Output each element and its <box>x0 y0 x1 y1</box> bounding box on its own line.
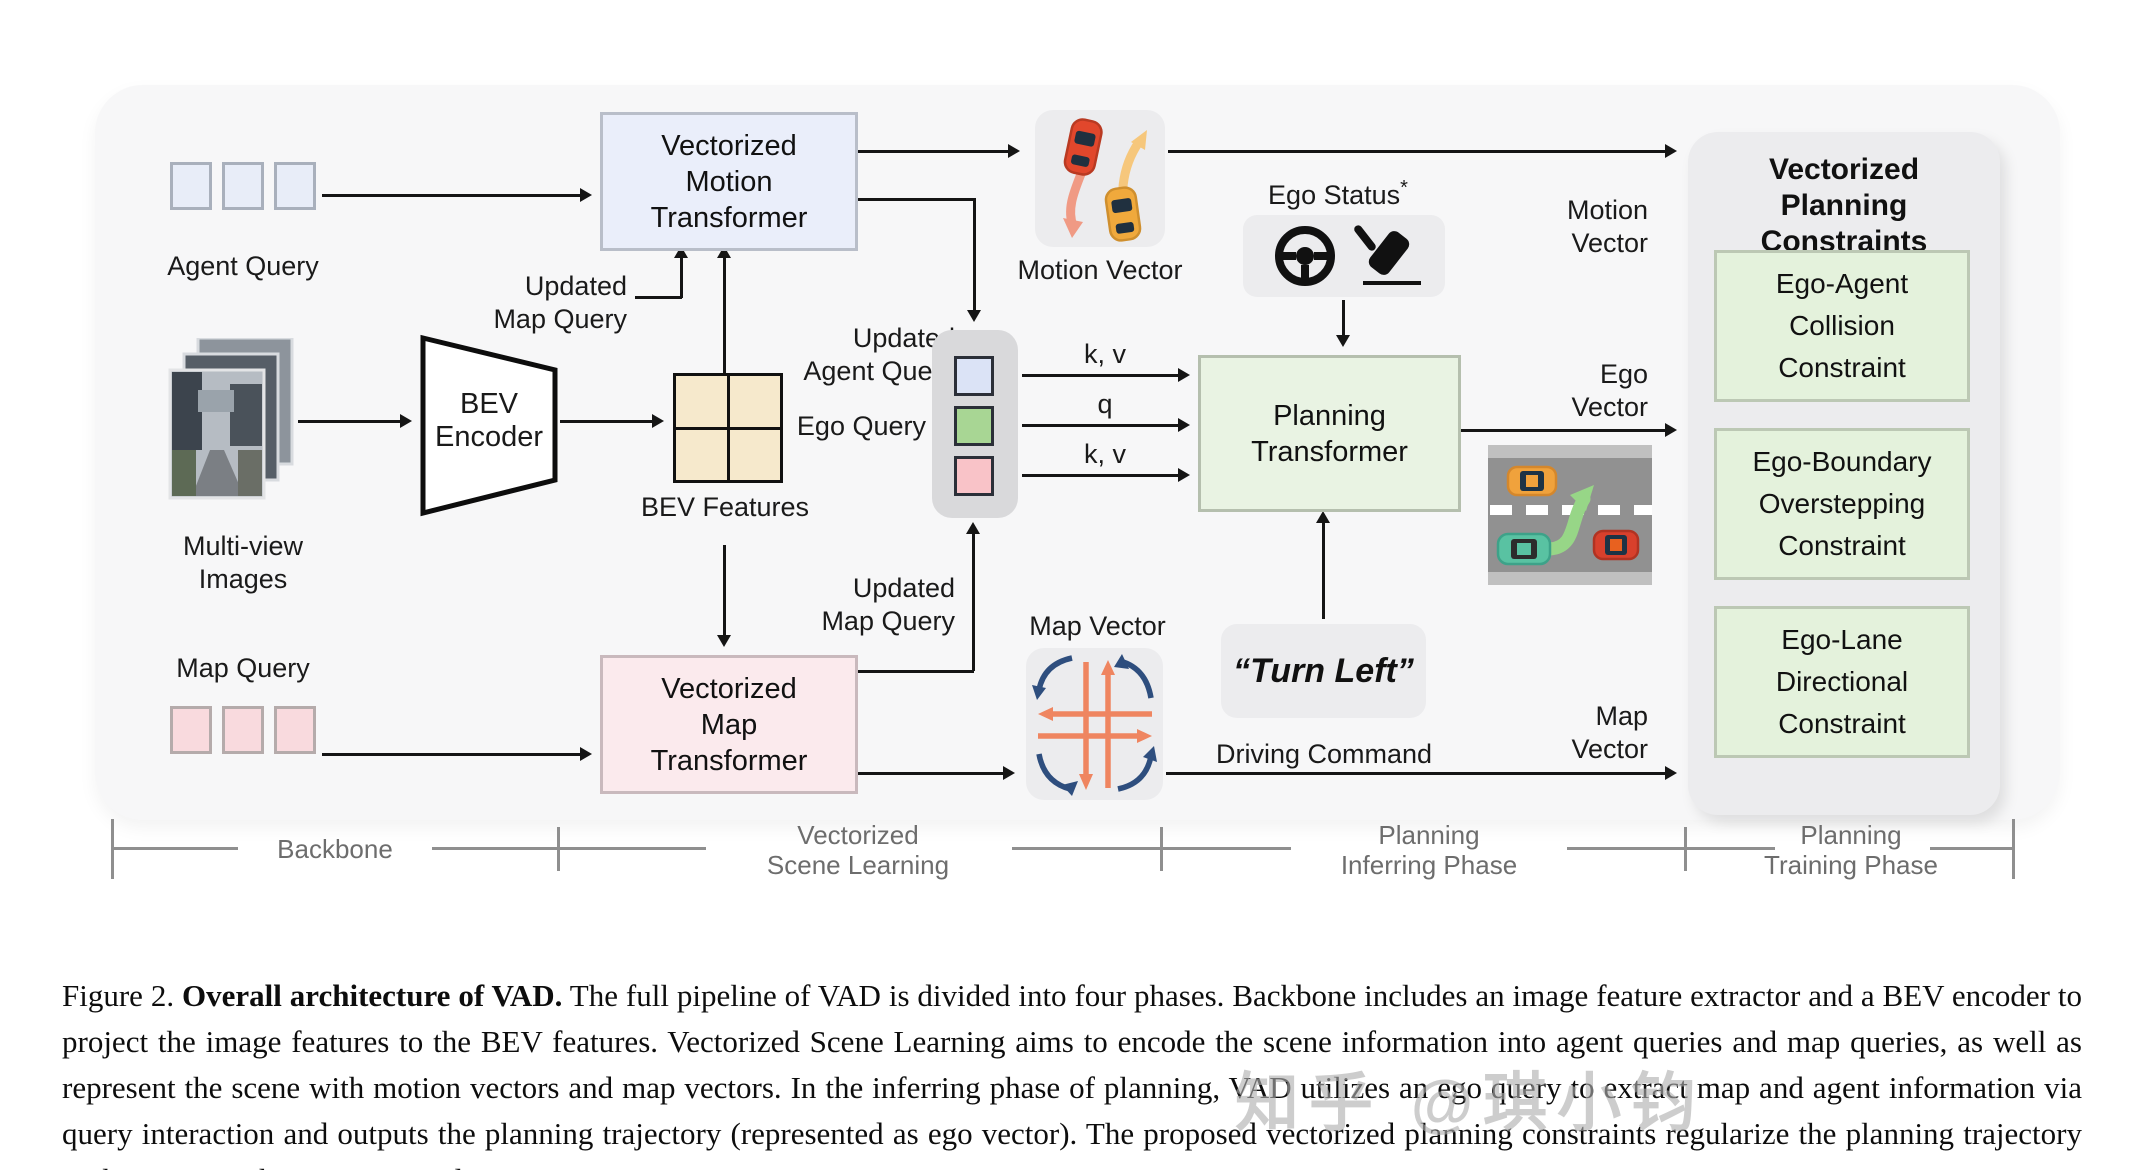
pedal-icon <box>1354 225 1421 285</box>
agent-query-label: Agent Query <box>167 251 319 281</box>
zhihu-watermark: 知乎 @琪小钧 <box>1235 1067 1706 1139</box>
arrow-kv-bottom <box>1022 468 1190 482</box>
phase-label-backbone: Backbone <box>277 834 393 864</box>
constraint-box-ego-lane: Ego-Lane Directional Constraint <box>1714 606 1970 758</box>
map-query-token <box>170 706 212 754</box>
elbow-updated-agent-query-v <box>967 198 981 322</box>
agent-query-token <box>274 162 316 210</box>
constraint-box-ego-boundary: Ego-Boundary Overstepping Constraint <box>1714 428 1970 580</box>
bev-features-grid <box>673 373 783 483</box>
ego-car-teal <box>1496 532 1552 566</box>
flow-label-map-vector: Map Vector <box>1571 701 1648 764</box>
arrow-turn-left-to-planning <box>1316 511 1330 619</box>
phase-label-planning-inferring: Planning Inferring Phase <box>1340 820 1518 880</box>
elbow-updated-map-query-top-v <box>674 246 688 298</box>
map-query-label: Map Query <box>176 653 310 683</box>
map-vector-icon <box>1026 648 1163 800</box>
arrow-map-query-to-map-transformer <box>322 747 592 761</box>
bev-features-label: BEV Features <box>640 492 810 522</box>
multi-view-images-icon <box>168 338 294 500</box>
arrow-planning-to-constraints-ego-vector <box>1460 423 1677 437</box>
agent-car-orange <box>1506 465 1558 497</box>
ego-status-label: Ego Status* <box>1268 177 1408 210</box>
constraint-box-ego-agent: Ego-Agent Collision Constraint <box>1714 250 1970 402</box>
attention-label-kv-top: k, v <box>1083 339 1126 369</box>
arrow-bev-encoder-to-bev-features <box>560 414 664 428</box>
elbow-updated-map-query-bottom-v <box>966 522 980 671</box>
ego-token <box>954 406 994 446</box>
agent-car-red <box>1592 529 1640 561</box>
elbow-updated-map-query-top-h <box>635 296 682 299</box>
caption-title: Overall architecture of VAD. <box>182 978 563 1013</box>
flow-label-ego-vector: Ego Vector <box>1571 359 1648 422</box>
arrow-motion-vector-to-constraints <box>1168 144 1677 158</box>
arrow-q <box>1022 418 1190 432</box>
bev-encoder-shape <box>420 334 558 517</box>
attention-label-q: q <box>1097 389 1113 419</box>
arrow-map-transformer-to-map-vector <box>856 766 1015 780</box>
arrow-agent-query-to-motion-transformer <box>322 188 592 202</box>
arrow-bev-features-to-motion-transformer <box>717 246 731 373</box>
agent-query-token <box>222 162 264 210</box>
updated-map-query-label-bottom: Updated Map Query <box>821 573 955 636</box>
map-query-token <box>274 706 316 754</box>
attention-label-kv-bottom: k, v <box>1083 439 1126 469</box>
optional-asterisk: * <box>1400 177 1408 199</box>
ego-query-label: Ego Query <box>796 411 926 441</box>
motion-transformer-box: Vectorized Motion Transformer <box>600 112 858 251</box>
arrow-kv-top <box>1022 368 1190 382</box>
phase-label-vectorized-scene-learning: Vectorized Scene Learning <box>766 820 950 880</box>
planning-trajectory-image <box>1488 445 1652 585</box>
multi-view-images-label: Multi-view Images <box>182 531 303 594</box>
ego-status-icon <box>1243 215 1445 297</box>
figure-caption: Figure 2. Overall architecture of VAD. T… <box>62 973 2082 1170</box>
arrow-bev-features-to-map-transformer <box>717 545 731 647</box>
agent-query-token <box>170 162 212 210</box>
constraints-title: Vectorized Planning Constraints <box>1760 153 1928 258</box>
map-transformer-box: Vectorized Map Transformer <box>600 655 858 794</box>
elbow-updated-map-query-bottom-h <box>856 670 974 673</box>
flow-label-motion-vector: Motion Vector <box>1566 195 1648 258</box>
planning-transformer-box: Planning Transformer <box>1198 355 1461 512</box>
map-token <box>954 456 994 496</box>
arrow-images-to-bev-encoder <box>298 414 412 428</box>
caption-figure-label: Figure 2. <box>62 978 175 1013</box>
turn-left-command: “Turn Left” <box>1221 624 1426 718</box>
map-query-token <box>222 706 264 754</box>
arrow-map-vector-to-constraints <box>1166 766 1677 780</box>
map-vector-icon-label: Map Vector <box>1029 611 1166 641</box>
caption-body: The full pipeline of VAD is divided into… <box>62 978 2082 1170</box>
arrow-motion-transformer-to-motion-vector <box>856 144 1020 158</box>
phase-label-planning-training: Planning Training Phase <box>1764 820 1938 880</box>
agent-token <box>954 356 994 396</box>
lane-vectors-glyph <box>1032 654 1157 796</box>
arrow-ego-status-to-planning <box>1336 300 1350 347</box>
steering-wheel-icon <box>1275 226 1335 286</box>
ego-query-stack <box>932 330 1018 518</box>
updated-map-query-label-top: Updated Map Query <box>493 271 627 334</box>
elbow-updated-agent-query-h <box>856 198 976 201</box>
bev-encoder-label: BEV Encoder <box>434 388 543 453</box>
updated-agent-query-label: Updated Agent Query <box>803 323 955 386</box>
motion-vector-icon-label: Motion Vector <box>1017 255 1183 285</box>
driving-command-label: Driving Command <box>1215 739 1433 769</box>
cars-trajectory-glyph <box>1063 118 1147 242</box>
motion-vector-icon <box>1035 110 1165 247</box>
